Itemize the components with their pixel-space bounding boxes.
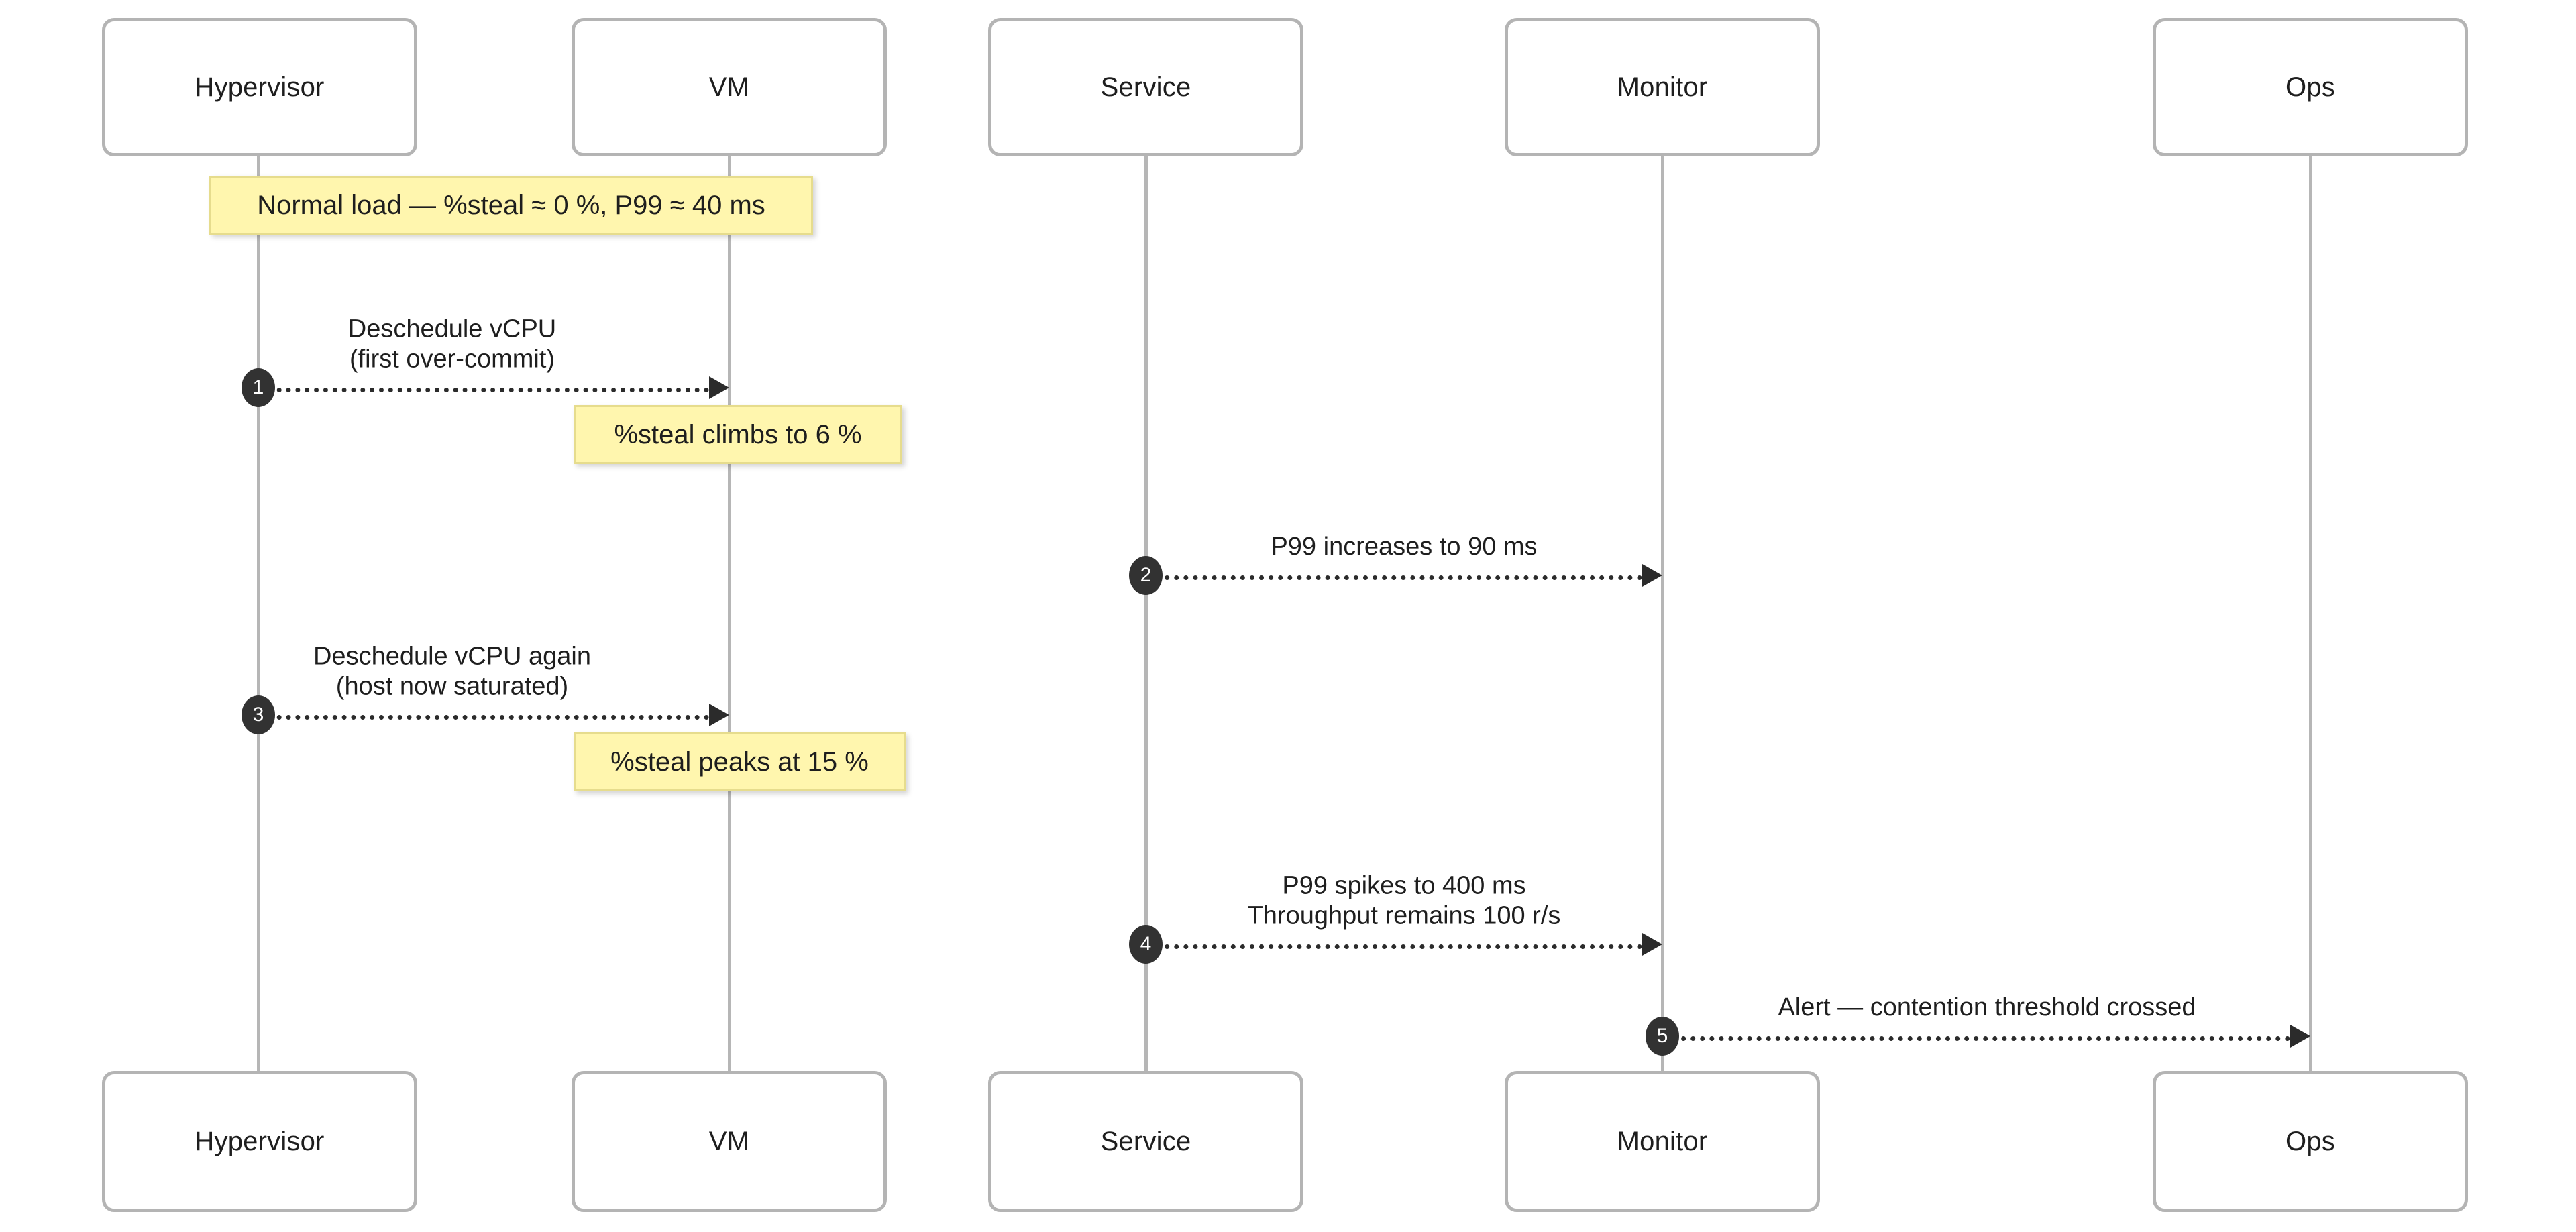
participant-box-service-top[interactable]: Service — [988, 18, 1303, 156]
note-text: %steal peaks at 15 % — [610, 747, 869, 777]
message-label-5: Alert — contention threshold crossed — [1778, 993, 2196, 1022]
lifeline-vm — [728, 156, 731, 1071]
participant-label: Monitor — [1617, 1127, 1708, 1156]
message-arrowhead-icon — [709, 376, 729, 399]
note-text: Normal load — %steal ≈ 0 %, P99 ≈ 40 ms — [257, 190, 765, 220]
sequence-badge-5[interactable]: 5 — [1646, 1017, 1679, 1056]
participant-label: VM — [708, 1127, 750, 1156]
sequence-badge-4[interactable]: 4 — [1129, 925, 1163, 964]
participant-label: Service — [1100, 1127, 1191, 1156]
message-arrowhead-icon — [709, 704, 729, 726]
note-steal-peaks: %steal peaks at 15 % — [574, 732, 906, 791]
message-label-2: P99 increases to 90 ms — [1271, 533, 1538, 561]
participant-label: Ops — [2286, 72, 2335, 102]
participant-label: Monitor — [1617, 72, 1708, 102]
message-arrowhead-icon — [1642, 933, 1662, 956]
message-arrowhead-icon — [1642, 564, 1662, 587]
participant-box-service-bottom[interactable]: Service — [988, 1071, 1303, 1212]
participant-label: Ops — [2286, 1127, 2335, 1156]
message-line — [1146, 575, 1642, 580]
participant-label: Hypervisor — [195, 72, 325, 102]
participant-box-ops-top[interactable]: Ops — [2153, 18, 2468, 156]
message-line — [258, 715, 709, 720]
message-line — [1662, 1036, 2290, 1041]
participant-box-hypervisor-bottom[interactable]: Hypervisor — [102, 1071, 417, 1212]
note-normal-load: Normal load — %steal ≈ 0 %, P99 ≈ 40 ms — [209, 176, 813, 235]
sequence-badge-1[interactable]: 1 — [241, 368, 275, 407]
sequence-badge-2[interactable]: 2 — [1129, 556, 1163, 595]
lifeline-hypervisor — [257, 156, 260, 1071]
participant-box-vm-top[interactable]: VM — [572, 18, 887, 156]
message-line — [1146, 944, 1642, 949]
message-arrowhead-icon — [2290, 1025, 2310, 1048]
lifeline-service — [1144, 156, 1148, 1071]
participant-label: Hypervisor — [195, 1127, 325, 1156]
participant-label: VM — [708, 72, 750, 102]
participant-box-monitor-top[interactable]: Monitor — [1505, 18, 1820, 156]
lifeline-monitor — [1661, 156, 1664, 1071]
sequence-badge-3[interactable]: 3 — [241, 695, 275, 734]
note-steal-climbs: %steal climbs to 6 % — [574, 405, 902, 464]
note-text: %steal climbs to 6 % — [614, 420, 862, 449]
message-label-3: Deschedule vCPU again (host now saturate… — [313, 642, 592, 701]
lifeline-ops — [2309, 156, 2312, 1071]
message-label-1: Deschedule vCPU (first over-commit) — [347, 315, 557, 374]
participant-box-monitor-bottom[interactable]: Monitor — [1505, 1071, 1820, 1212]
participant-box-vm-bottom[interactable]: VM — [572, 1071, 887, 1212]
message-label-4: P99 spikes to 400 ms Throughput remains … — [1247, 871, 1561, 930]
participant-box-hypervisor-top[interactable]: Hypervisor — [102, 18, 417, 156]
participant-label: Service — [1100, 72, 1191, 102]
message-line — [258, 388, 709, 392]
participant-box-ops-bottom[interactable]: Ops — [2153, 1071, 2468, 1212]
